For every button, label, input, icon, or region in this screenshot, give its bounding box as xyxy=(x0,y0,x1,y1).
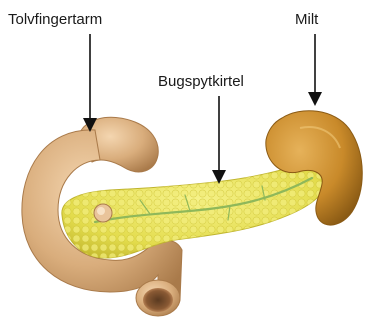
duodenal-papilla xyxy=(94,204,112,222)
label-pancreas: Bugspytkirtel xyxy=(158,74,244,89)
label-spleen: Milt xyxy=(295,12,318,27)
duodenum-lumen xyxy=(143,288,173,312)
arrow-spleen xyxy=(308,34,322,106)
label-duodenum: Tolvfingertarm xyxy=(8,12,102,27)
arrow-pancreas xyxy=(212,96,226,184)
arrow-duodenum xyxy=(83,34,97,132)
